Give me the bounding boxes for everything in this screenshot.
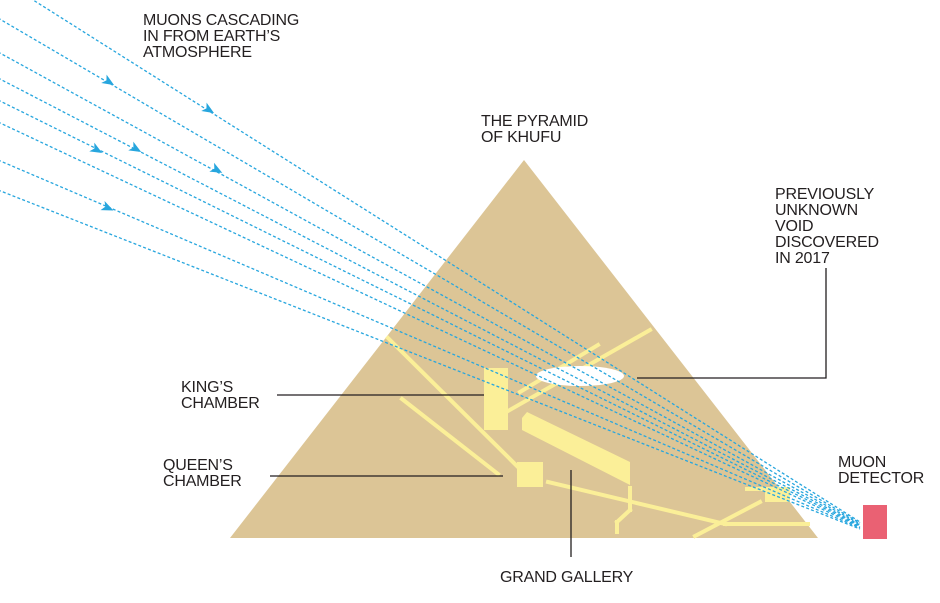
muon-detector-label: MUON DETECTOR	[838, 455, 924, 487]
kings-chamber-label: KING’S CHAMBER	[181, 380, 260, 412]
arrow-icon	[201, 102, 215, 114]
arrow-icon	[128, 141, 142, 152]
void-shape	[536, 366, 624, 386]
void-leader	[637, 268, 827, 379]
queens-air-shaft-b	[614, 507, 633, 525]
muons-label-line: MUONS CASCADING	[143, 12, 300, 29]
queens-chamber-label: QUEEN’S CHAMBER	[163, 458, 242, 490]
void-label-line: DISCOVERED	[775, 234, 879, 251]
muon-path	[0, 100, 861, 527]
relieving-shaft	[399, 396, 501, 477]
grand-gallery-label: GRAND GALLERY	[500, 569, 634, 586]
pyramid-label-line: THE PYRAMID	[481, 113, 589, 130]
void-label-line: PREVIOUSLY	[775, 186, 875, 203]
pyramid-body	[230, 160, 818, 538]
muon-detector-shape	[863, 505, 887, 539]
muon-detector-label-line: MUON	[838, 454, 887, 471]
lower-chamber-shape	[765, 487, 790, 502]
leader-lines	[270, 268, 827, 557]
lower-corridor	[692, 499, 763, 539]
arrow-icon	[89, 142, 103, 153]
void-label: PREVIOUSLY UNKNOWN VOID DISCOVERED IN 20…	[775, 187, 879, 267]
muon-path	[0, 52, 861, 525]
arrow-icon	[209, 162, 223, 173]
muon-detector-label-line: DETECTOR	[838, 470, 925, 487]
muon-path	[31, 0, 861, 523]
kings-chamber-shape	[484, 368, 508, 430]
queens-chamber-label-line: QUEEN’S	[163, 457, 233, 474]
void-label-line: IN 2017	[775, 250, 830, 267]
grand-gallery-shape	[522, 412, 630, 485]
muons-label-line: IN FROM EARTH’S	[143, 28, 281, 45]
muons-label: MUONS CASCADING IN FROM EARTH’S ATMOSPHE…	[143, 13, 299, 61]
void-label-line: VOID	[775, 218, 814, 235]
muon-paths	[0, 0, 861, 530]
muon-path	[0, 160, 861, 529]
void-label-line: UNKNOWN	[775, 202, 859, 219]
kings-chamber-label-line: CHAMBER	[181, 395, 260, 412]
muon-path	[0, 122, 861, 528]
queens-chamber-shape	[517, 462, 543, 487]
ascending-passage	[545, 479, 728, 527]
pyramid-label: THE PYRAMID OF KHUFU	[481, 114, 588, 146]
muon-path	[0, 190, 861, 530]
queens-chamber-label-line: CHAMBER	[163, 473, 242, 490]
kings-chamber-label-line: KING’S	[181, 379, 234, 396]
arrow-icon	[101, 74, 115, 86]
muons-label-line: ATMOSPHERE	[143, 44, 252, 61]
muon-path	[0, 78, 861, 526]
pyramid-label-line: OF KHUFU	[481, 129, 562, 146]
descending-passage	[385, 335, 528, 477]
arrow-icon	[100, 200, 114, 211]
muon-arrows	[89, 74, 223, 211]
muon-path	[0, 18, 861, 524]
